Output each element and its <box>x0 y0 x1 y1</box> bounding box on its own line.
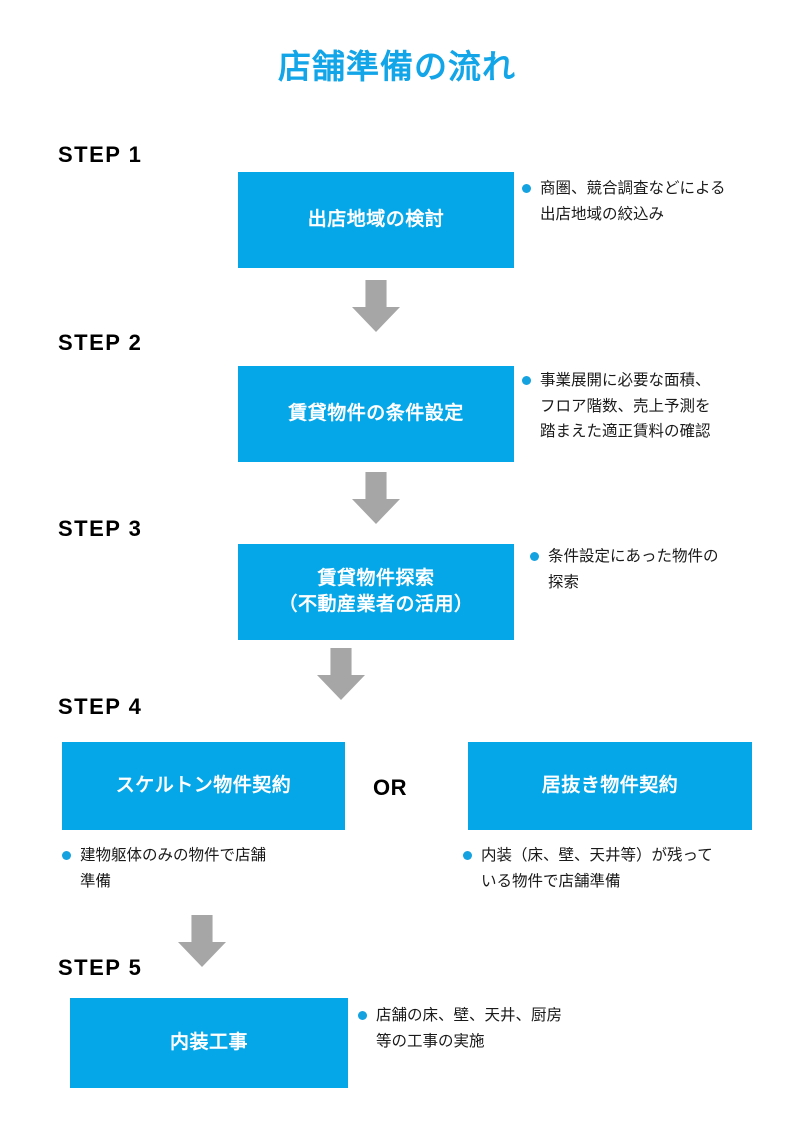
step-bullet-2: 事業展開に必要な面積、 フロア階数、売上予測を 踏まえた適正賃料の確認 <box>522 368 774 445</box>
step-bullet-5-text: 店舗の床、壁、天井、厨房 等の工事の実施 <box>376 1007 563 1050</box>
step-box-5[interactable]: 内装工事 <box>70 998 348 1088</box>
step-box-4-inuki[interactable]: 居抜き物件契約 <box>468 742 752 830</box>
or-label: OR <box>373 775 407 800</box>
step-bullet-3: 条件設定にあった物件の 探索 <box>530 544 778 595</box>
step-box-4-inuki-line-1: 居抜き物件契約 <box>541 775 679 797</box>
step-bullet-1: 商圏、競合調査などによる 出店地域の絞込み <box>522 176 772 227</box>
step-bullet-5: 店舗の床、壁、天井、厨房 等の工事の実施 <box>358 1003 648 1054</box>
step-bullet-2-text: 事業展開に必要な面積、 フロア階数、売上予測を 踏まえた適正賃料の確認 <box>540 372 711 441</box>
bullet-dot-icon <box>530 552 539 561</box>
step-bullet-3-text: 条件設定にあった物件の 探索 <box>548 548 719 591</box>
step-label-5: STEP 5 <box>58 955 143 980</box>
bullet-dot-icon <box>522 184 531 193</box>
step-label-1: STEP 1 <box>58 142 143 167</box>
step-box-3-line-1: 賃貸物件探索 <box>317 568 435 590</box>
arrow-down-icon-3 <box>317 648 365 700</box>
step-box-1[interactable]: 出店地域の検討 <box>238 172 514 268</box>
step-label-4: STEP 4 <box>58 694 143 719</box>
step-box-2-line-1: 賃貸物件の条件設定 <box>288 403 464 425</box>
step-bullet-4-right-text: 内装（床、壁、天井等）が残って いる物件で店舗準備 <box>481 847 713 890</box>
step-bullet-1-text: 商圏、競合調査などによる 出店地域の絞込み <box>540 180 726 223</box>
step-box-2[interactable]: 賃貸物件の条件設定 <box>238 366 514 462</box>
arrow-down-icon-1 <box>352 280 400 332</box>
bullet-dot-icon <box>522 376 531 385</box>
step-bullet-4-left: 建物躯体のみの物件で店舗 準備 <box>62 843 362 894</box>
step-box-1-line-1: 出店地域の検討 <box>307 209 445 231</box>
step-bullet-4-left-text: 建物躯体のみの物件で店舗 準備 <box>80 847 267 890</box>
step-box-4-skeleton-line-1: スケルトン物件契約 <box>115 775 292 797</box>
step-label-3: STEP 3 <box>58 516 143 541</box>
step-bullet-4-right: 内装（床、壁、天井等）が残って いる物件で店舗準備 <box>463 843 773 894</box>
arrow-down-icon-4 <box>178 915 226 967</box>
bullet-dot-icon <box>463 851 472 860</box>
step-label-2: STEP 2 <box>58 330 143 355</box>
arrow-down-icon-2 <box>352 472 400 524</box>
step-box-4-skeleton[interactable]: スケルトン物件契約 <box>62 742 345 830</box>
bullet-dot-icon <box>358 1011 367 1020</box>
step-box-3[interactable]: 賃貸物件探索 （不動産業者の活用） <box>238 544 514 640</box>
bullet-dot-icon <box>62 851 71 860</box>
step-box-5-line-1: 内装工事 <box>169 1032 248 1054</box>
step-box-3-line-2: （不動産業者の活用） <box>278 594 474 615</box>
page-title: 店舗準備の流れ <box>278 48 516 85</box>
